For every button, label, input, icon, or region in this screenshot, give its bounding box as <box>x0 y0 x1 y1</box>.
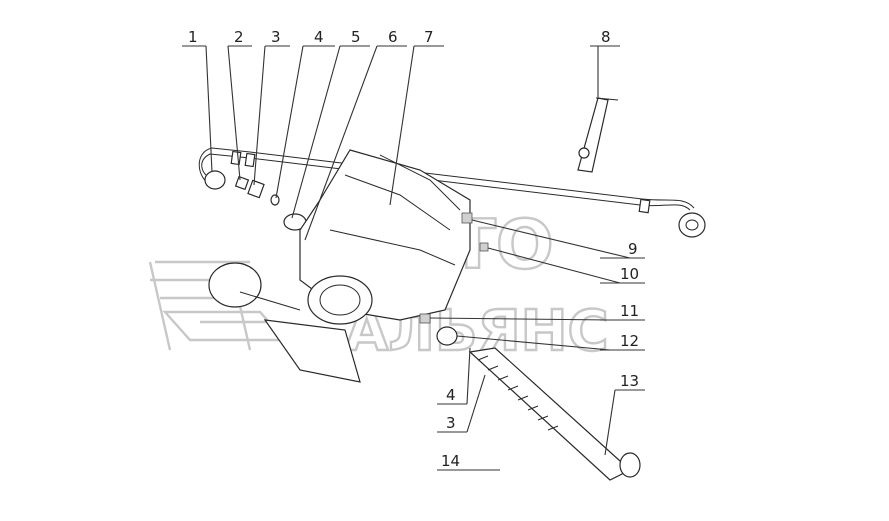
pipe-fitting-left <box>230 150 242 166</box>
callout-3: 3 <box>271 28 281 46</box>
callout-6: 6 <box>388 28 398 46</box>
fitting-10 <box>479 242 489 252</box>
washer-2 <box>234 175 250 191</box>
pipe-fitting-right <box>638 198 651 214</box>
callout-7: 7 <box>424 28 434 46</box>
long-pipe <box>198 147 706 238</box>
callout-12: 12 <box>620 332 639 350</box>
fitting-9 <box>461 212 473 224</box>
inlet-port <box>307 275 373 325</box>
hose-end <box>619 452 641 478</box>
callout-8: 8 <box>601 28 611 46</box>
leader-lines <box>182 45 645 471</box>
washer-4 <box>270 194 280 206</box>
callout-14: 14 <box>441 452 460 470</box>
callout-2: 2 <box>234 28 244 46</box>
bolt-3 <box>247 179 265 199</box>
callout-13: 13 <box>620 372 639 390</box>
callout-9: 9 <box>628 240 638 258</box>
bracket-8 <box>577 97 619 173</box>
callout-11: 11 <box>620 302 639 320</box>
banjo-bolt-left <box>204 170 226 190</box>
lower-flange <box>263 319 361 383</box>
main-housing <box>208 149 489 383</box>
callout-10: 10 <box>620 265 639 283</box>
callout-labels: 1 2 3 4 5 6 7 8 9 10 11 12 13 4 3 14 <box>188 28 639 470</box>
outlet-flange <box>208 262 262 308</box>
fitting-11 <box>419 313 431 324</box>
small-fittings <box>234 175 307 231</box>
callout-3-lower: 3 <box>446 414 456 432</box>
flex-hose-13 <box>468 347 641 481</box>
nut-12 <box>436 326 458 346</box>
banjo-bolt-right <box>678 212 706 238</box>
pipe-nut-left <box>244 152 256 168</box>
callout-1: 1 <box>188 28 198 46</box>
callout-4: 4 <box>314 28 324 46</box>
callout-5: 5 <box>351 28 361 46</box>
callout-4-lower: 4 <box>446 386 456 404</box>
